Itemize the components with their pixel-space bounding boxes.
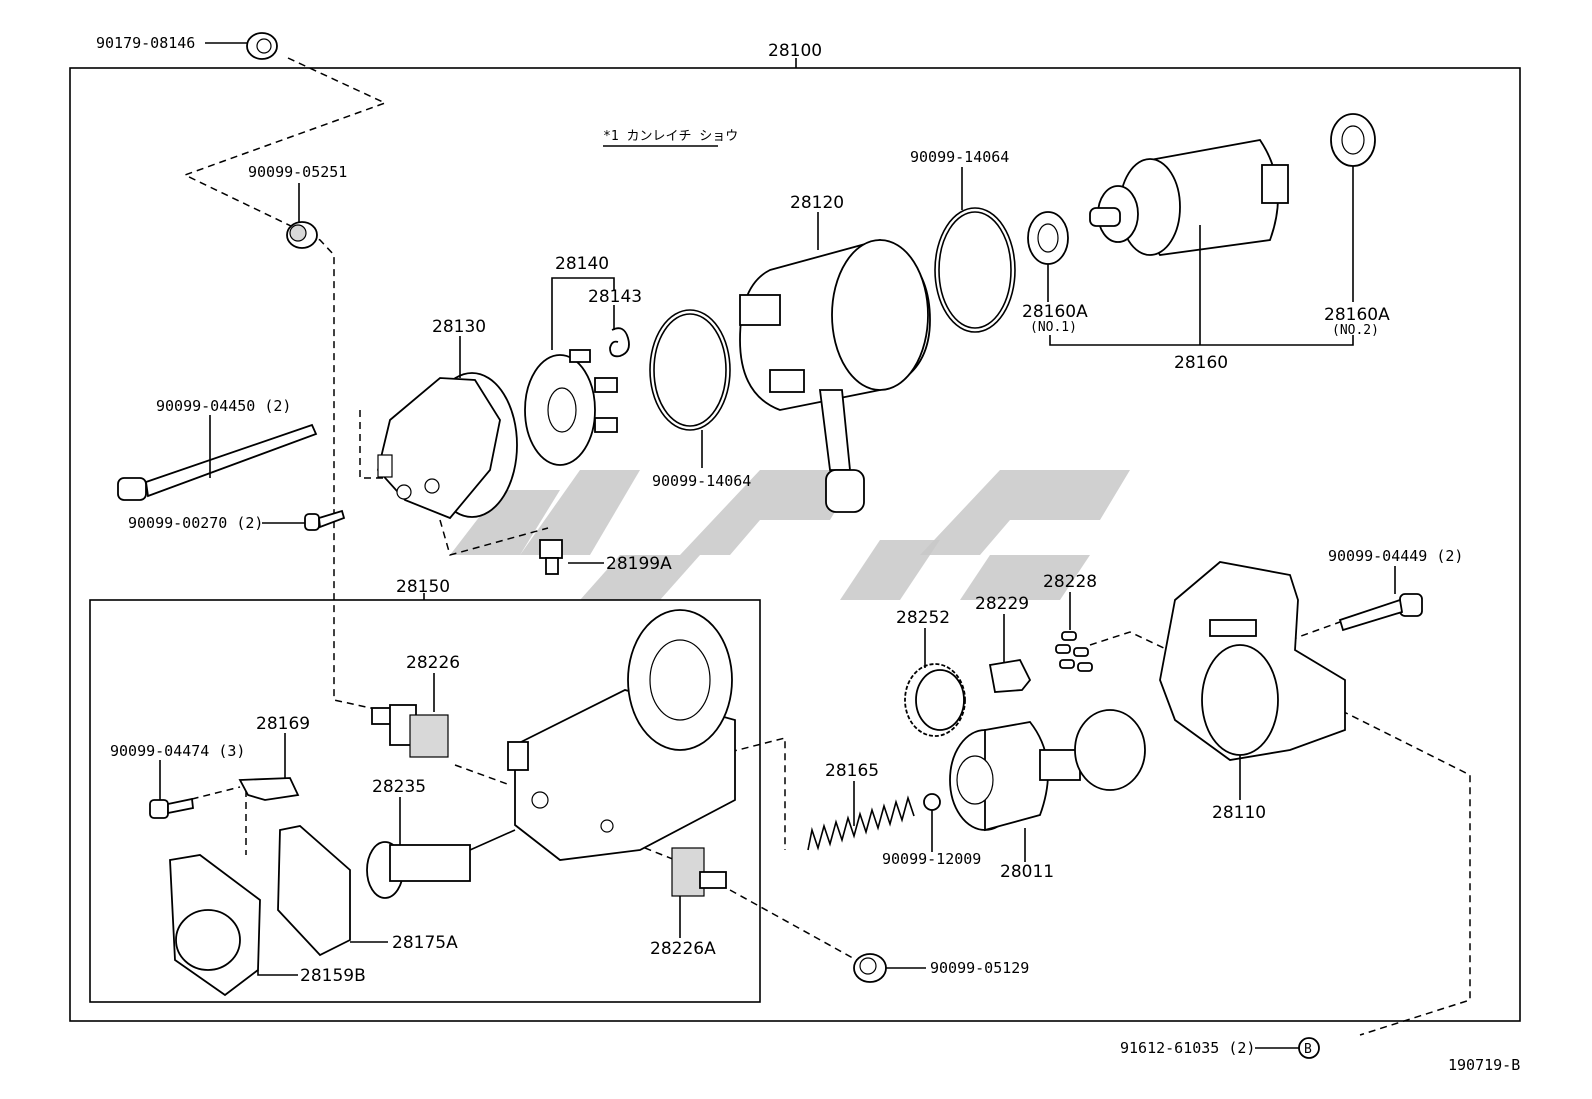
label-figure-code: 190719-B xyxy=(1448,1056,1520,1074)
label-28159b: 28159B xyxy=(300,966,366,986)
nut-90099-05251 xyxy=(286,221,318,249)
contact-bolt-28226 xyxy=(371,704,449,758)
label-28252: 28252 xyxy=(896,608,950,628)
watermark-logo xyxy=(450,470,1130,600)
steel-ball-90099-12009 xyxy=(923,793,941,811)
nut-90179-08146 xyxy=(246,32,278,60)
label-28160: 28160 xyxy=(1174,353,1228,373)
label-28169: 28169 xyxy=(256,714,310,734)
label-28199a: 28199A xyxy=(606,554,672,574)
label-91612-61035: 91612-61035 (2) xyxy=(1120,1039,1255,1057)
label-28175a: 28175A xyxy=(392,933,458,953)
return-spring-28165 xyxy=(807,795,915,851)
label-28160a-no1-sub: (NO.1) xyxy=(1030,320,1077,335)
o-ring-90099-14064-right xyxy=(934,207,1016,333)
label-90099-05251: 90099-05251 xyxy=(248,163,347,181)
screw-90099-00270 xyxy=(304,509,346,531)
label-90099-14064-right: 90099-14064 xyxy=(910,148,1009,166)
label-28011: 28011 xyxy=(1000,862,1054,882)
label-28235: 28235 xyxy=(372,777,426,797)
starter-clutch-28011 xyxy=(949,709,1146,832)
label-90099-00270: 90099-00270 (2) xyxy=(128,514,263,532)
label-90099-04449: 90099-04449 (2) xyxy=(1328,547,1463,565)
field-yoke-28120 xyxy=(739,239,931,513)
solenoid-housing-28150 xyxy=(507,609,736,861)
label-28130: 28130 xyxy=(432,317,486,337)
through-bolt-90099-04450 xyxy=(117,423,318,501)
label-90179-08146: 90179-08146 xyxy=(96,34,195,52)
o-ring-90099-14064-left xyxy=(649,309,731,431)
label-90099-12009: 90099-12009 xyxy=(882,850,981,868)
screw-90099-04474 xyxy=(149,797,194,819)
label-28150: 28150 xyxy=(396,577,450,597)
plunger-28235 xyxy=(366,829,516,899)
label-28228: 28228 xyxy=(1043,572,1097,592)
label-28140: 28140 xyxy=(555,254,609,274)
rollers-28228 xyxy=(1055,631,1093,672)
brush-spring-28143 xyxy=(609,327,630,358)
label-28120: 28120 xyxy=(790,193,844,213)
label-28110: 28110 xyxy=(1212,803,1266,823)
callout-b-letter: B xyxy=(1304,1042,1312,1057)
label-28165: 28165 xyxy=(825,761,879,781)
label-28160a-no1: 28160A xyxy=(1022,302,1088,322)
label-28160a-no2: 28160A xyxy=(1324,305,1390,325)
label-90099-04450: 90099-04450 (2) xyxy=(156,397,291,415)
label-90099-14064-left: 90099-14064 xyxy=(652,472,751,490)
terminal-28199a xyxy=(539,539,563,575)
label-28229: 28229 xyxy=(975,594,1029,614)
label-28226: 28226 xyxy=(406,653,460,673)
bolt-90099-04449 xyxy=(1338,593,1423,632)
bearing-28160a-no2 xyxy=(1330,113,1376,167)
plate-28169 xyxy=(238,777,300,801)
label-90099-05129: 90099-05129 xyxy=(930,959,1029,977)
label-28143: 28143 xyxy=(588,287,642,307)
drive-housing-28110 xyxy=(1159,561,1346,761)
assembly-frame xyxy=(69,67,1521,1022)
label-28160a-no2-sub: (NO.2) xyxy=(1332,323,1379,338)
bearing-28160a-no1 xyxy=(1027,211,1069,265)
label-note: *1 カンレイチ ショウ xyxy=(603,129,738,144)
label-header-28100: 28100 xyxy=(768,41,822,61)
gasket-28175a xyxy=(277,825,351,957)
label-28226a: 28226A xyxy=(650,939,716,959)
end-cover-28159b xyxy=(169,854,261,997)
label-90099-04474: 90099-04474 (3) xyxy=(110,742,245,760)
brush-holder-28140 xyxy=(524,349,618,466)
retainer-28229 xyxy=(988,659,1032,693)
solenoid-subframe xyxy=(89,599,761,1003)
armature-28160 xyxy=(1089,139,1289,256)
contact-bolt-28226a xyxy=(671,847,727,897)
idler-gear-28252 xyxy=(904,663,966,737)
commutator-end-frame-28130 xyxy=(377,372,518,520)
nut-90099-05129 xyxy=(853,953,887,983)
